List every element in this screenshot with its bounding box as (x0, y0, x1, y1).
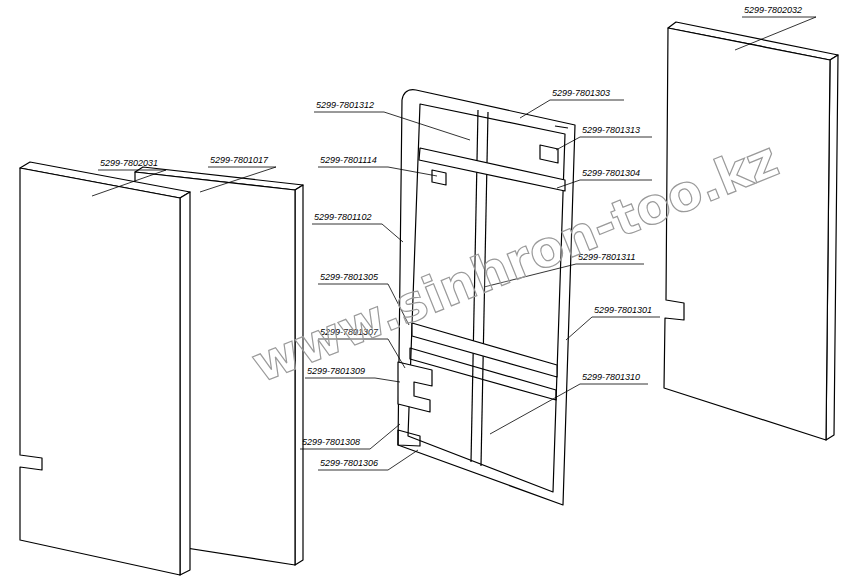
part-number: 5299-7801304 (582, 168, 640, 178)
part-number: 5299-7801306 (320, 458, 378, 468)
part-number: 5299-7801313 (582, 125, 640, 135)
part-number: 5299-7802031 (100, 158, 158, 168)
part-number: 5299-7801308 (302, 437, 360, 447)
part-number: 5299-7802032 (744, 5, 802, 15)
part-number: 5299-7801114 (320, 155, 377, 165)
part-number: 5299-7801305 (320, 272, 378, 282)
part-number: 5299-7801303 (552, 88, 610, 98)
part-number: 5299-7801102 (314, 212, 371, 222)
part-number: 5299-7801301 (594, 305, 652, 315)
part-number: 5299-7801310 (582, 372, 640, 382)
part-number: 5299-7801017 (210, 155, 268, 165)
part-number: 5299-7801312 (316, 100, 374, 110)
